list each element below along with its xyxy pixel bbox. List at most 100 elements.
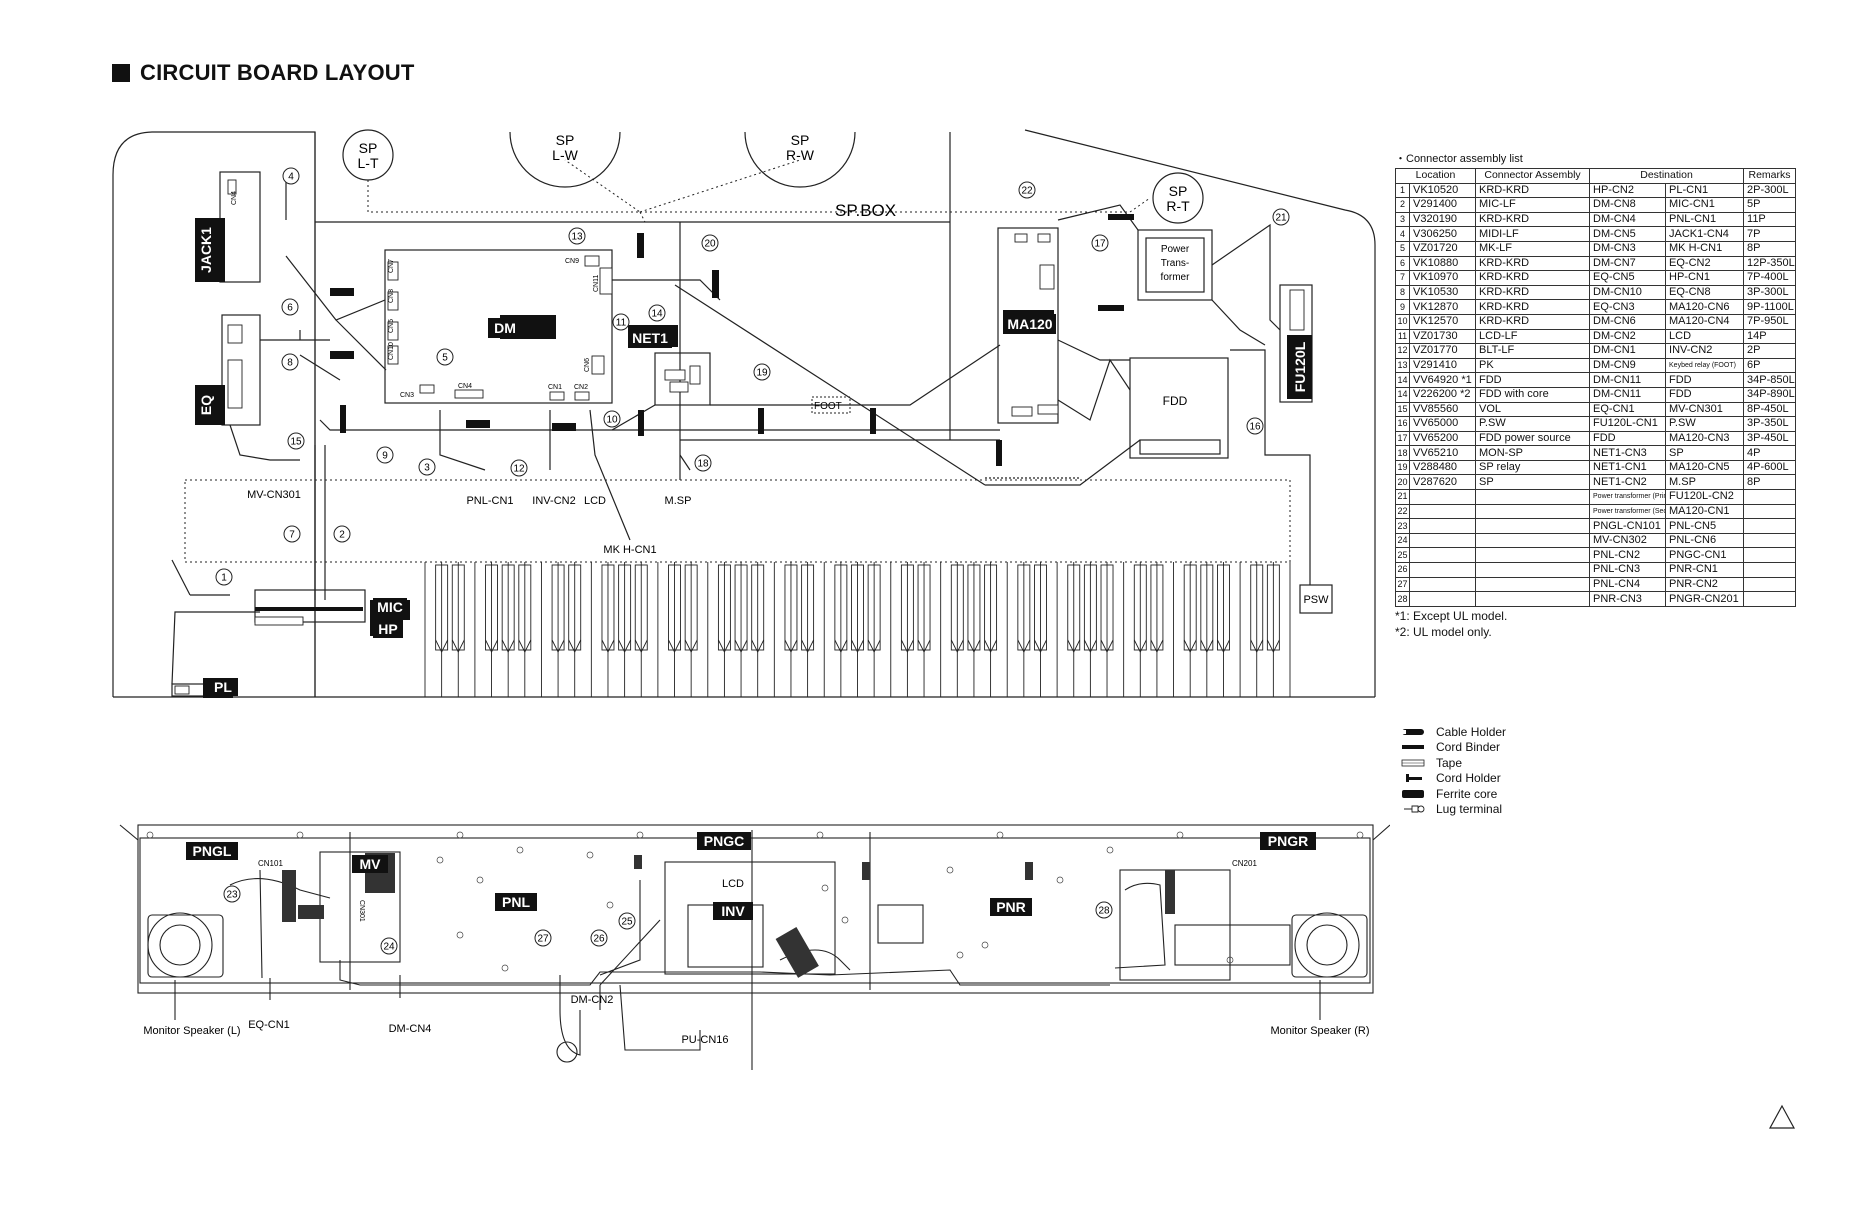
callout-number: 11 [616,318,627,329]
destination-to-cell: FDD [1665,386,1745,403]
ma120-board-label: MA120 [1007,316,1052,332]
callout-number: 18 [697,459,709,470]
legend-item-lug-terminal: Lug terminal [1400,802,1506,818]
remarks-cell: 34P-850L [1743,372,1797,388]
callout-circle [590,929,608,947]
assembly-cell [1475,518,1591,534]
cn201-label: CN201 [1232,859,1257,868]
destination-from-cell: DM-CN3 [1589,240,1667,257]
key-mark [1266,639,1280,654]
destination-from-cell: EQ-CN3 [1589,299,1667,315]
mounting-hole [821,884,829,892]
assembly-cell: KRD-KRD [1475,299,1591,315]
destination-from-cell: NET1-CN3 [1589,445,1667,461]
black-key [601,564,615,651]
mounting-hole [816,831,824,839]
callout-mk-h-cn1: MK H-CN1 [603,544,656,556]
key-mark [568,639,582,654]
mounting-hole [501,964,509,972]
legend-label: Cord Binder [1436,740,1501,755]
location-cell [1408,489,1477,505]
destination-to-cell: INV-CN2 [1665,343,1745,359]
transformer-label-3: former [1161,272,1191,283]
mounting-hole [586,851,594,859]
row-number: 2 [1395,197,1410,213]
cn10-label: CN10 [388,342,395,360]
remarks-cell: 8P [1743,474,1797,491]
row-number: 6 [1395,255,1410,272]
row-number: 17 [1395,430,1410,447]
callout-circle [1272,208,1290,226]
callout-circle [380,937,398,955]
black-key [1217,564,1230,651]
row-number: 1 [1395,182,1410,199]
location-cell: VV85560 [1408,401,1477,418]
connector-assembly-list: ・Connector assembly list Location Connec… [1394,150,1797,607]
row-number: 18 [1395,445,1410,461]
assembly-cell: SP relay [1475,459,1591,476]
table-notes: *1: Except UL model. *2: UL model only. [1395,608,1507,640]
destination-from-cell: DM-CN6 [1589,313,1667,330]
callout-number: 19 [756,368,768,379]
destination-to-cell: PNR-CN2 [1665,576,1745,593]
row-number: 19 [1395,459,1410,476]
cn7-label: CN7 [388,259,395,273]
callout-circle [376,446,394,464]
row-number: 11 [1395,328,1410,345]
dm-board-label: DM [494,320,516,336]
callout-circle [618,912,636,930]
sp-box-label: SP.BOX [835,201,896,220]
remarks-cell: 8P-450L [1743,401,1797,418]
location-cell: VZ01730 [1408,328,1477,345]
cn301-label: CN301 [358,900,365,922]
callout-circle [436,348,454,366]
callout-number: 4 [288,172,294,183]
jack1-board-label: JACK1 [198,227,214,273]
key-mark [734,639,748,654]
remarks-cell: 34P-890L [1743,386,1797,403]
mounting-hole [456,931,464,939]
callout-number: 17 [1094,239,1106,250]
assembly-cell: BLT-LF [1475,343,1591,359]
mounting-hole [1226,956,1234,964]
row-number: 22 [1395,503,1410,520]
row-number: 5 [1395,240,1410,257]
cable-holder-icon [1400,728,1436,736]
location-cell: V306250 [1408,226,1477,242]
row-number: 28 [1395,591,1410,607]
black-key [1100,564,1114,651]
row-number: 10 [1395,313,1410,330]
callout-lcd: LCD [584,495,606,507]
destination-from-cell: Power transformer (Primary) [1589,489,1667,505]
eq-cn1-label: EQ-CN1 [248,1019,290,1031]
black-key [684,564,698,651]
callout-number: 9 [382,451,388,462]
callout-number: 12 [513,464,525,475]
eq-board-label: EQ [198,395,214,415]
black-key [834,564,848,651]
destination-to-cell: SP [1665,445,1745,461]
cord-holder-icon [1400,773,1436,783]
destination-from-cell: PNL-CN3 [1589,562,1667,578]
black-key [984,564,998,651]
destination-from-cell: FU120L-CN1 [1589,416,1667,432]
destination-from-cell: HP-CN2 [1589,182,1667,199]
callout-circle [281,298,299,316]
location-cell: VV65000 [1408,416,1477,432]
location-cell: VK10530 [1408,284,1477,301]
black-key [967,564,981,651]
assembly-cell [1475,547,1591,564]
page-heading: CIRCUIT BOARD LAYOUT [112,60,415,86]
pl-board-label: PL [214,679,232,695]
black-key [900,564,914,651]
callout-circle [283,525,301,543]
legend-label: Ferrite core [1436,786,1498,801]
destination-from-cell: DM-CN1 [1589,343,1667,359]
